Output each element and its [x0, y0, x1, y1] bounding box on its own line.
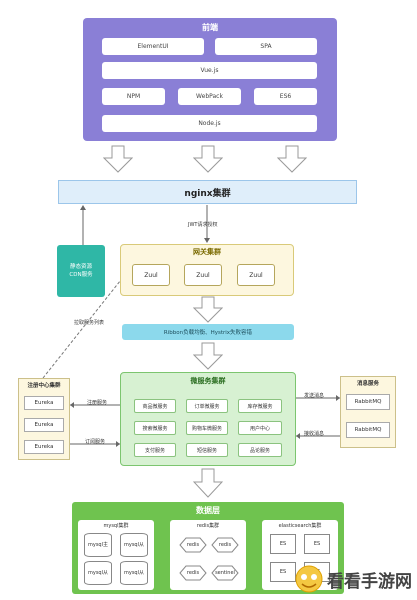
ribbon-hystrix-bar: Ribbon负载均衡、Hystrix失败容错 [122, 324, 294, 340]
rabbitmq-node: RabbitMQ [346, 394, 390, 410]
service-box: 用户中心 [238, 421, 282, 435]
jwt-label: JWT请求授权 [188, 222, 218, 228]
arrow-down-icon [193, 468, 223, 498]
message-service-title: 消息服务 [356, 381, 379, 387]
arrow-down-icon [277, 145, 307, 173]
es-node: ES [270, 534, 296, 554]
data-layer-title: 数据层 [196, 506, 220, 515]
cdn-line2: CDN服务 [69, 272, 93, 278]
register-service-label: 注册服务 [87, 400, 108, 406]
elasticsearch-title: elasticsearch集群 [278, 523, 322, 529]
frontend-item-elementui: ElementUI [102, 38, 204, 55]
registry-title: 注册中心集群 [27, 383, 61, 389]
gateway-title: 网关集群 [193, 248, 221, 256]
microservice-title: 微服务集群 [190, 377, 226, 385]
eureka-node: Eureka [24, 396, 64, 410]
rabbitmq-node: RabbitMQ [346, 422, 390, 438]
cdn-static-resources: 静态资源 CDN服务 [57, 245, 105, 297]
eureka-node: Eureka [24, 440, 64, 454]
arrow-down-icon [193, 145, 223, 173]
es-node: ES [304, 534, 330, 554]
watermark-text: 看看手游网 [327, 572, 412, 592]
subscribe-service-label: 订阅服务 [85, 439, 106, 445]
mysql-slave: mysql从 [120, 561, 148, 585]
arrow-down-icon [193, 296, 223, 323]
redis-sentinel: sentinel [215, 570, 235, 576]
service-box: 购物车微服务 [186, 421, 228, 435]
send-message-label: 发送消息 [304, 393, 325, 399]
redis-title: redis集群 [196, 523, 220, 529]
service-box: 搜索微服务 [134, 421, 176, 435]
redis-hex-icons [179, 537, 239, 581]
zuul-node: Zuul [184, 264, 222, 286]
zuul-node: Zuul [237, 264, 275, 286]
redis-node: redis [218, 542, 232, 548]
frontend-item-spa: SPA [215, 38, 317, 55]
service-box: 品论服务 [238, 443, 282, 457]
arrow-down-icon [193, 342, 223, 370]
receive-message-label: 接收消息 [304, 431, 325, 437]
pull-service-list-label: 拉取服务列表 [74, 320, 105, 326]
cdn-line1: 静态资源 [69, 264, 92, 270]
es-node: ES [270, 562, 296, 582]
service-box: 订单微服务 [186, 399, 228, 413]
frontend-item-es6: ES6 [254, 88, 317, 105]
arrow-down-icon [103, 145, 133, 173]
mysql-master: mysql主 [84, 533, 112, 557]
redis-node: redis [186, 570, 200, 576]
service-box: 商品微服务 [134, 399, 176, 413]
mysql-title: mysql集群 [103, 523, 129, 529]
frontend-item-npm: NPM [102, 88, 165, 105]
frontend-title: 前端 [202, 23, 218, 32]
frontend-item-webpack: WebPack [178, 88, 241, 105]
frontend-item-vuejs: Vue.js [102, 62, 317, 79]
zuul-node: Zuul [132, 264, 170, 286]
eureka-node: Eureka [24, 418, 64, 432]
watermark-logo-icon [295, 565, 323, 593]
service-box: 短信服务 [186, 443, 228, 457]
watermark: 看看手游网 [293, 564, 412, 594]
service-box: 支付服务 [134, 443, 176, 457]
frontend-item-nodejs: Node.js [102, 115, 317, 132]
mysql-slave: mysql从 [84, 561, 112, 585]
redis-node: redis [186, 542, 200, 548]
nginx-cluster: nginx集群 [58, 180, 357, 204]
service-box: 库存微服务 [238, 399, 282, 413]
mysql-slave: mysql从 [120, 533, 148, 557]
